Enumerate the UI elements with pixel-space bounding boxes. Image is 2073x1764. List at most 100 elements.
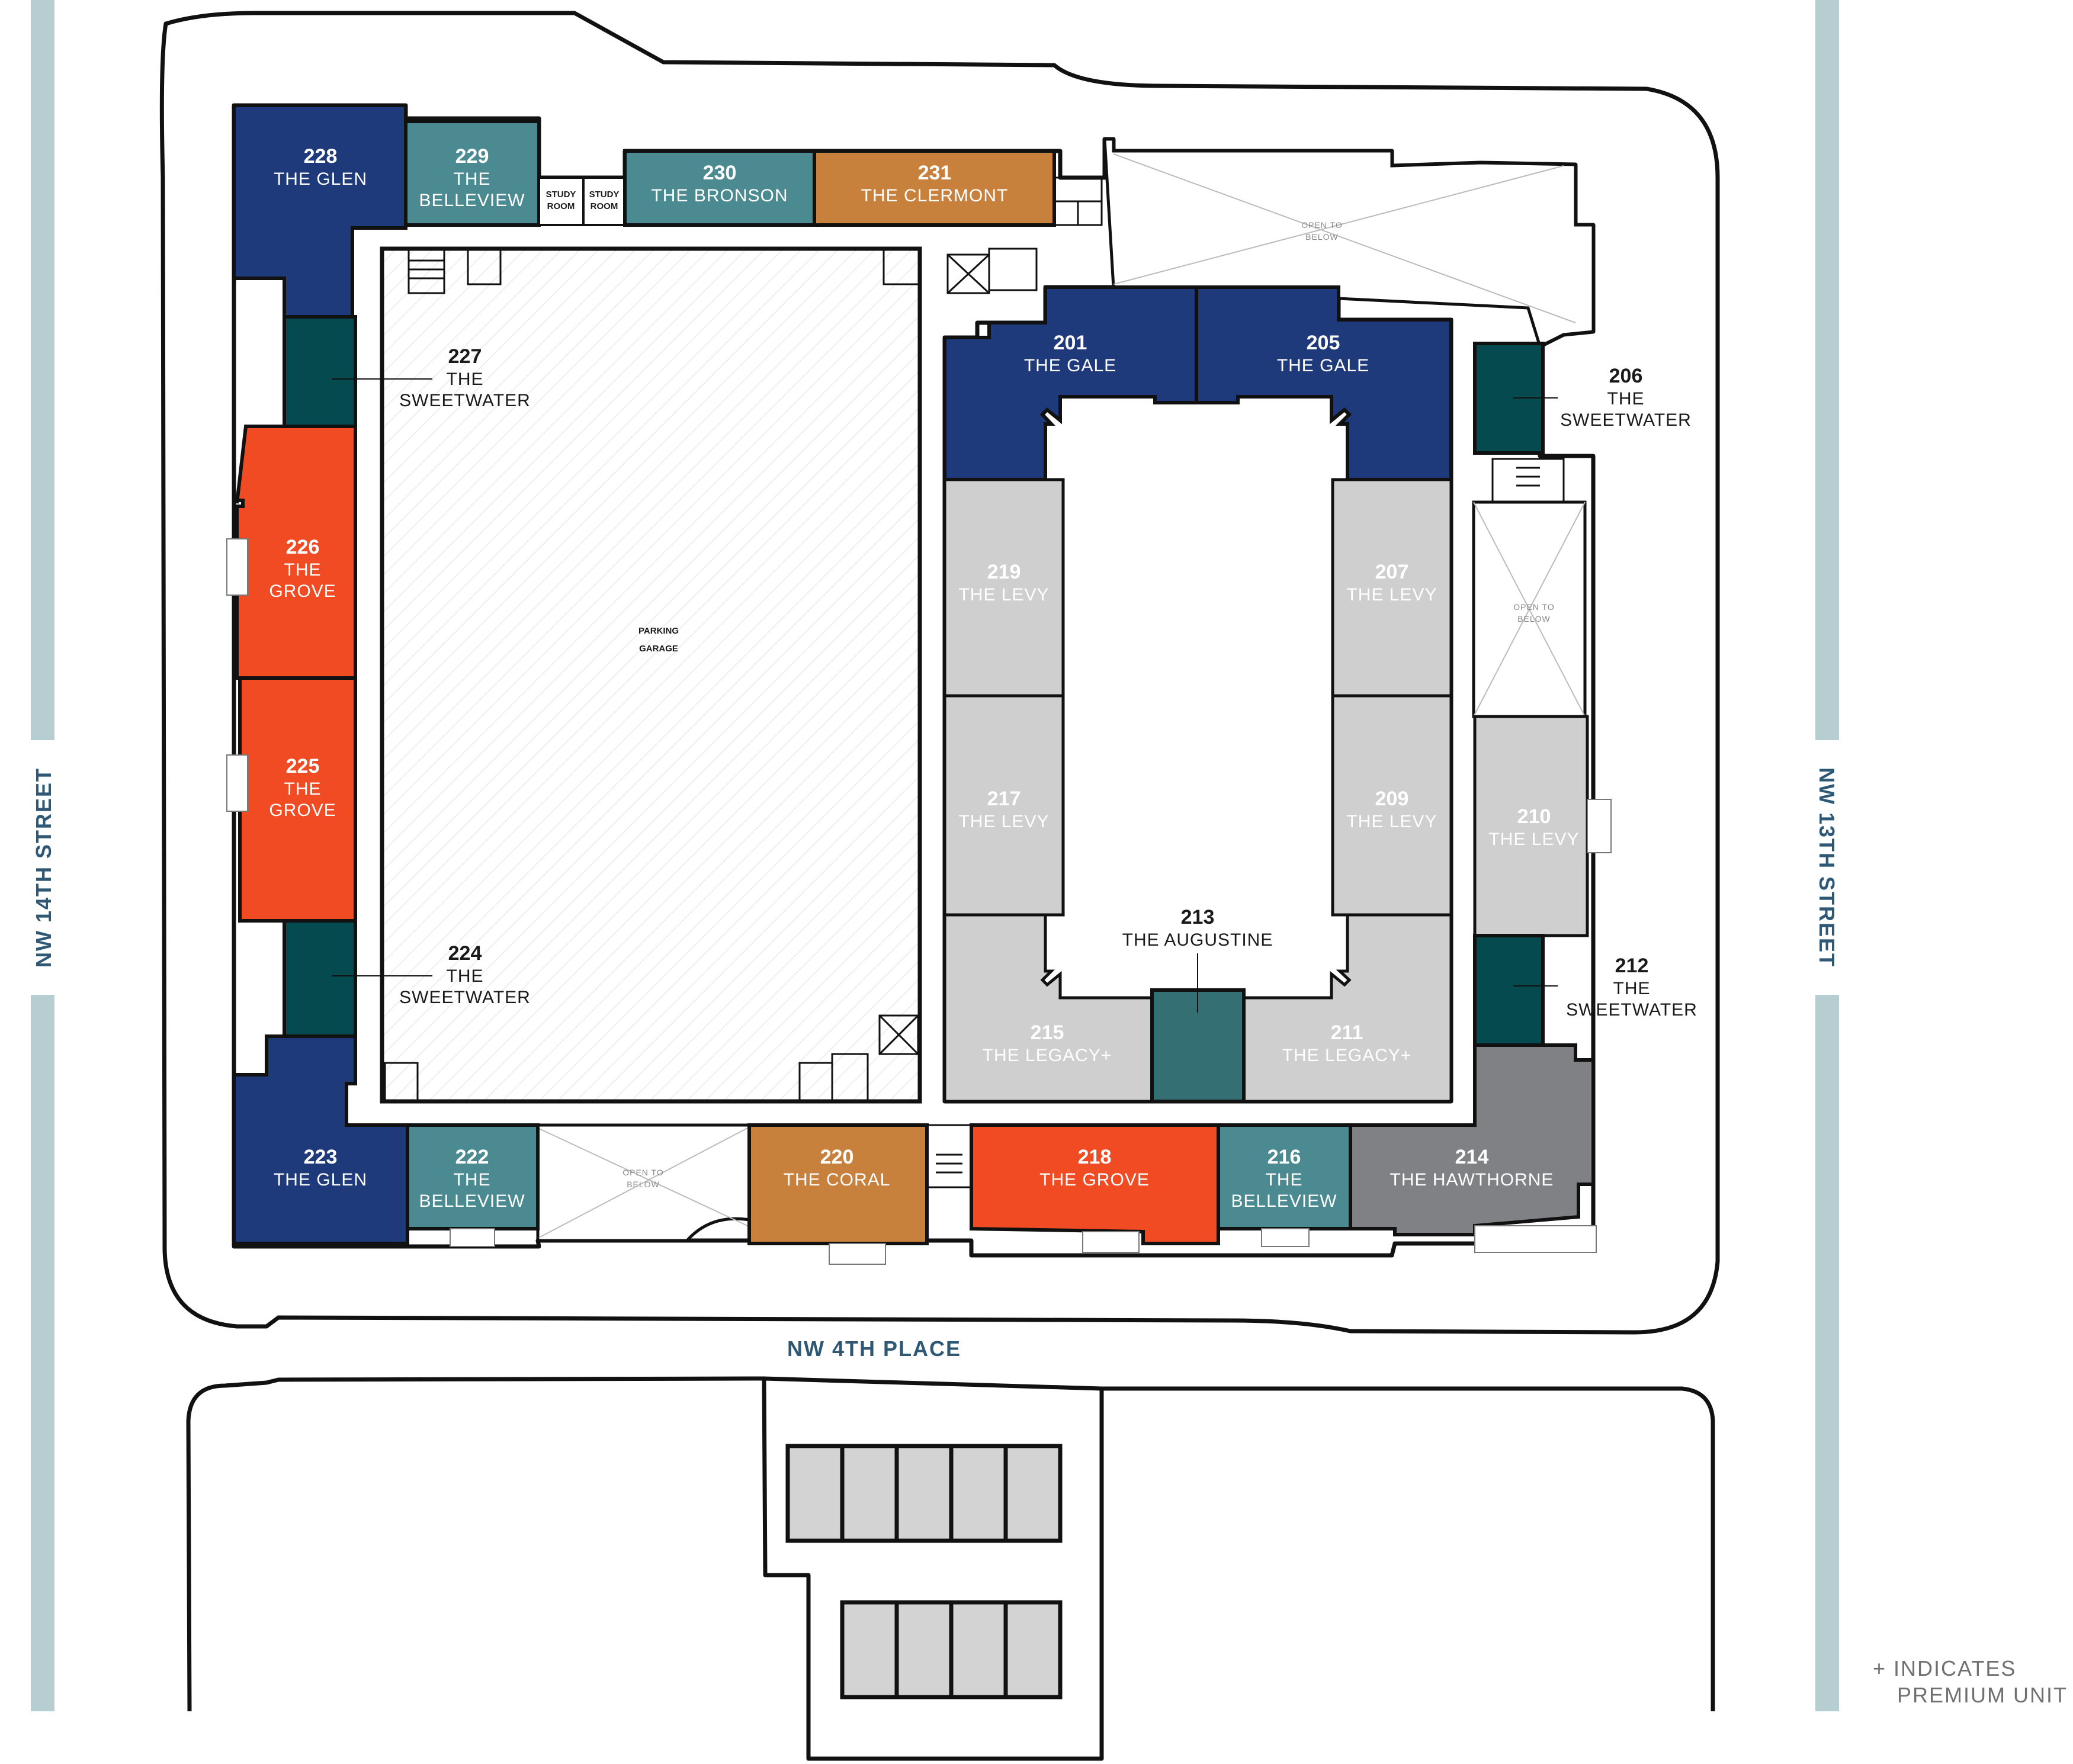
unit-227-number: 227 — [448, 345, 482, 368]
unit-219-number: 219 — [987, 561, 1021, 583]
open-to-below-s-1: OPEN TO — [622, 1168, 664, 1177]
unit-207-name: THE LEVY — [1346, 585, 1437, 605]
premium-note-line1: + INDICATES — [1873, 1656, 2016, 1681]
unit-218[interactable]: 218 THE GROVE — [970, 1123, 1220, 1253]
unit-206-name-2: SWEETWATER — [1560, 410, 1692, 430]
unit-206[interactable]: 206 THE SWEETWATER — [1473, 342, 1692, 455]
unit-205[interactable]: 205 THE GALE — [1195, 285, 1453, 481]
unit-211[interactable]: 211 THE LEGACY+ — [1242, 913, 1453, 1103]
stairs-garage-north — [407, 248, 920, 294]
unit-205-number: 205 — [1307, 332, 1340, 354]
site-boundary — [159, 11, 1720, 1335]
parking-stalls-north — [785, 1444, 1063, 1543]
unit-216-number: 216 — [1267, 1146, 1301, 1168]
unit-213-number: 213 — [1181, 906, 1215, 928]
unit-209-number: 209 — [1375, 788, 1409, 810]
open-to-below-northeast: OPEN TO BELOW — [1103, 137, 1595, 349]
unit-216[interactable]: 216 THE BELLEVIEW — [1217, 1123, 1352, 1247]
street-bar-west — [31, 0, 54, 1711]
unit-226-name-2: GROVE — [269, 581, 336, 601]
unit-209[interactable]: 209 THE LEVY — [1331, 694, 1453, 917]
unit-227-name-1: THE — [447, 369, 484, 389]
unit-222-name-1: THE — [454, 1170, 491, 1190]
unit-212[interactable]: 212 THE SWEETWATER — [1473, 934, 1697, 1047]
unit-219[interactable]: 219 THE LEVY — [943, 478, 1065, 698]
study-room-2: STUDY ROOM — [582, 176, 626, 226]
unit-222-name-2: BELLEVIEW — [419, 1191, 525, 1211]
unit-201[interactable]: 201 THE GALE — [943, 285, 1198, 481]
unit-220-number: 220 — [820, 1146, 854, 1168]
unit-201-name: THE GALE — [1024, 356, 1116, 375]
parking-garage-label-2: GARAGE — [639, 644, 678, 654]
unit-218-name: THE GROVE — [1039, 1170, 1150, 1190]
unit-229-name-2: BELLEVIEW — [419, 191, 525, 210]
unit-212-name-1: THE — [1613, 979, 1651, 998]
unit-201-number: 201 — [1054, 332, 1087, 354]
unit-229[interactable]: 229 THE BELLEVIEW — [404, 120, 541, 227]
unit-225-name-2: GROVE — [269, 801, 336, 820]
unit-224-number: 224 — [448, 942, 482, 965]
unit-231-name: THE CLERMONT — [861, 186, 1009, 205]
unit-206-number: 206 — [1609, 365, 1643, 387]
open-to-below-south: OPEN TO BELOW — [536, 1123, 751, 1242]
parking-garage: PARKING GARAGE — [380, 246, 922, 1104]
unit-214[interactable]: 214 THE HAWTHORNE — [1349, 1043, 1597, 1253]
unit-224-name-2: SWEETWATER — [399, 988, 531, 1007]
unit-231[interactable]: 231 THE CLERMONT — [813, 149, 1056, 227]
unit-210[interactable]: 210 THE LEVY — [1473, 715, 1612, 937]
study-room-1-label-2: ROOM — [547, 201, 575, 211]
unit-216-name-1: THE — [1266, 1170, 1303, 1190]
premium-note-line2: PREMIUM UNIT — [1897, 1683, 2068, 1707]
unit-230[interactable]: 230 THE BRONSON — [623, 149, 816, 227]
unit-213[interactable]: 213 THE AUGUSTINE — [1122, 906, 1273, 1103]
open-to-below-east: OPEN TO BELOW — [1472, 458, 1587, 718]
unit-223-name: THE GLEN — [274, 1170, 367, 1190]
unit-216-name-2: BELLEVIEW — [1231, 1191, 1337, 1211]
parking-stalls-south — [840, 1600, 1063, 1699]
unit-215[interactable]: 215 THE LEGACY+ — [943, 913, 1154, 1103]
unit-217-number: 217 — [987, 788, 1021, 810]
unit-212-name-2: SWEETWATER — [1566, 1000, 1697, 1020]
unit-206-name-1: THE — [1607, 389, 1645, 409]
study-room-2-label-1: STUDY — [589, 189, 620, 200]
unit-222[interactable]: 222 THE BELLEVIEW — [406, 1123, 540, 1247]
unit-227-name-2: SWEETWATER — [399, 391, 531, 410]
unit-225[interactable]: 225 THE GROVE — [226, 676, 357, 923]
unit-219-name: THE LEVY — [958, 585, 1049, 605]
unit-207-number: 207 — [1375, 561, 1409, 583]
unit-227[interactable]: 227 THE SWEETWATER — [283, 315, 531, 428]
unit-210-number: 210 — [1517, 805, 1551, 828]
unit-225-number: 225 — [286, 755, 320, 777]
unit-214-number: 214 — [1455, 1146, 1489, 1168]
study-room-1-label-1: STUDY — [546, 189, 576, 200]
unit-215-name: THE LEGACY+ — [983, 1046, 1112, 1065]
unit-207[interactable]: 207 THE LEVY — [1331, 478, 1453, 698]
street-label-south: NW 4TH PLACE — [787, 1336, 961, 1361]
unit-225-name-1: THE — [284, 779, 322, 799]
unit-230-name: THE BRONSON — [651, 186, 788, 205]
unit-220-name: THE CORAL — [784, 1170, 891, 1190]
open-to-below-ne-1: OPEN TO — [1301, 220, 1343, 230]
unit-224[interactable]: 224 THE SWEETWATER — [283, 919, 531, 1038]
unit-222-number: 222 — [455, 1146, 489, 1168]
stairs-south — [926, 1124, 973, 1188]
street-label-east: NW 13TH STREET — [1815, 767, 1839, 968]
parking-lot-island — [762, 1379, 1104, 1761]
street-label-west: NW 14TH STREET — [31, 767, 56, 968]
unit-230-number: 230 — [703, 162, 737, 184]
study-room-2-label-2: ROOM — [591, 201, 618, 211]
unit-217-name: THE LEVY — [958, 812, 1049, 831]
unit-226[interactable]: 226 THE GROVE — [226, 425, 357, 680]
unit-229-name-1: THE — [454, 169, 491, 189]
unit-217[interactable]: 217 THE LEVY — [943, 694, 1065, 917]
unit-220[interactable]: 220 THE CORAL — [747, 1123, 929, 1265]
unit-212-number: 212 — [1615, 955, 1649, 977]
stairs-garage-south — [384, 1014, 919, 1103]
unit-223-number: 223 — [304, 1146, 338, 1168]
unit-224-name-1: THE — [447, 966, 484, 986]
unit-205-name: THE GALE — [1277, 356, 1369, 375]
parking-garage-label-1: PARKING — [638, 626, 679, 636]
unit-226-name-1: THE — [284, 560, 322, 580]
unit-218-number: 218 — [1078, 1146, 1112, 1168]
